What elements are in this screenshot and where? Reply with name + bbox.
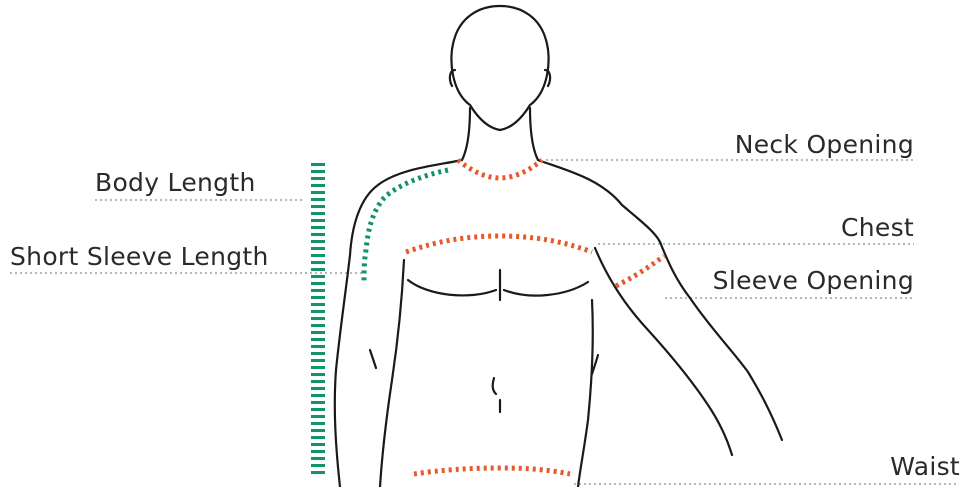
body-outline <box>335 6 782 487</box>
neck-opening-marker <box>458 160 542 178</box>
chest-label: Chest <box>841 213 914 243</box>
navel <box>493 378 496 394</box>
neck-opening-label: Neck Opening <box>735 130 914 160</box>
short-sleeve-length-label: Short Sleeve Length <box>10 242 269 272</box>
green-markers <box>318 163 448 475</box>
waist-label: Waist <box>890 452 960 482</box>
neck-right <box>530 108 538 160</box>
body-length-label: Body Length <box>95 168 256 198</box>
neck-left <box>462 108 470 160</box>
left-side-mark <box>370 350 376 368</box>
left-pec <box>408 280 496 295</box>
right-torso <box>578 300 593 487</box>
right-shoulder <box>538 160 660 242</box>
guide-lines <box>10 160 958 484</box>
left-torso <box>380 260 404 487</box>
sleeve-opening-marker <box>616 256 664 286</box>
waist-marker <box>414 468 570 474</box>
right-arm-inner <box>595 248 732 455</box>
head-outline <box>451 6 548 130</box>
chest-marker <box>406 236 592 252</box>
right-pec <box>504 282 588 296</box>
sleeve-opening-label: Sleeve Opening <box>713 266 914 296</box>
